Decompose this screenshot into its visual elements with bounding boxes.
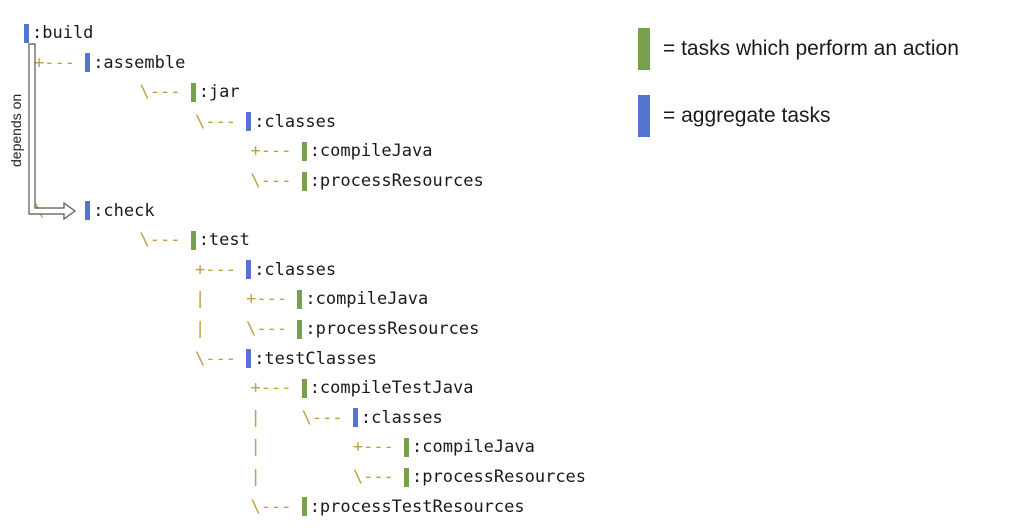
tree-connector: \---: [139, 230, 191, 251]
task-name: :testClasses: [254, 348, 378, 369]
task-name: :processResources: [309, 171, 484, 191]
legend-action-text: = tasks which perform an action: [663, 37, 959, 60]
action-task-marker: [297, 289, 303, 309]
tree-connector: +---: [250, 378, 302, 399]
depends-on-label: depends on: [8, 93, 24, 167]
action-task-marker: [190, 230, 196, 250]
tree-row: +--- :compileTestJava: [251, 376, 474, 400]
legend-action-swatch: [638, 28, 650, 70]
tree-connector: \---: [195, 348, 247, 369]
task-name: :classes: [254, 259, 337, 280]
aggregate-task-marker: [85, 201, 91, 221]
tree-connector: | \---: [195, 319, 298, 339]
action-task-marker: [404, 437, 410, 457]
task-name: :compileJava: [305, 289, 429, 310]
task-name: :jar: [198, 82, 240, 103]
tree-row: | +--- :compileJava: [251, 435, 535, 459]
tree-row: \--- :processResources: [251, 169, 484, 193]
tree-connector: | \---: [250, 467, 405, 487]
aggregate-task-marker: [246, 260, 252, 280]
tree-row: \--- :testClasses: [195, 347, 377, 371]
action-task-marker: [297, 319, 303, 339]
task-name: :compileTestJava: [309, 378, 474, 399]
tree-connector: | \---: [250, 407, 353, 428]
tree-row: +--- :assemble: [34, 51, 185, 75]
action-task-marker: [301, 141, 307, 161]
task-name: :classes: [254, 111, 337, 132]
tree-connector: \---: [34, 200, 86, 221]
aggregate-task-marker: [352, 408, 358, 428]
legend-item-action: = tasks which perform an action: [638, 28, 959, 70]
task-tree: :build+--- :assemble\--- :jar\--- :class…: [24, 21, 587, 519]
tree-row: \--- :check: [34, 199, 155, 223]
task-name: :processResources: [412, 467, 587, 487]
action-task-marker: [404, 467, 410, 487]
tree-row: | +--- :compileJava: [195, 287, 428, 311]
tree-row: \--- :classes: [195, 110, 336, 134]
tree-connector: | +---: [195, 289, 298, 310]
tree-row: | \--- :processResources: [195, 317, 479, 341]
task-name: :compileJava: [412, 437, 535, 458]
tree-connector: +---: [250, 141, 302, 162]
task-name: :test: [198, 230, 250, 251]
legend-aggregate-text: = aggregate tasks: [663, 104, 831, 127]
legend-aggregate-swatch: [638, 95, 650, 137]
tree-row: \--- :test: [140, 228, 250, 252]
tree-connector: +---: [195, 259, 247, 280]
tree-connector: \---: [139, 82, 191, 103]
action-task-marker: [301, 171, 307, 191]
task-name: :assemble: [93, 52, 186, 73]
aggregate-task-marker: [85, 53, 91, 73]
tree-connector: \---: [195, 111, 247, 132]
tree-connector: +---: [34, 52, 86, 73]
tree-row: | \--- :classes: [251, 406, 443, 430]
task-name: :compileJava: [309, 141, 433, 162]
tree-row: \--- :jar: [140, 80, 240, 104]
task-name: :classes: [360, 407, 443, 428]
aggregate-task-marker: [246, 349, 252, 369]
legend-item-aggregate: = aggregate tasks: [638, 95, 831, 137]
tree-row: +--- :classes: [195, 258, 336, 282]
tree-connector: | +---: [250, 437, 405, 458]
task-name: :check: [93, 200, 155, 221]
task-name: :processTestResources: [309, 496, 525, 517]
tree-row: | \--- :processResources: [251, 465, 587, 489]
tree-row: :build: [24, 21, 93, 45]
tree-connector: \---: [250, 496, 302, 517]
task-name: :build: [32, 23, 94, 43]
aggregate-task-marker: [246, 112, 252, 132]
action-task-marker: [190, 82, 196, 102]
tree-row: +--- :compileJava: [251, 139, 433, 163]
task-name: :processResources: [305, 319, 480, 339]
action-task-marker: [301, 378, 307, 398]
action-task-marker: [301, 497, 307, 517]
aggregate-task-marker: [24, 23, 29, 43]
tree-row: \--- :processTestResources: [251, 495, 525, 519]
tree-connector: \---: [250, 171, 302, 191]
